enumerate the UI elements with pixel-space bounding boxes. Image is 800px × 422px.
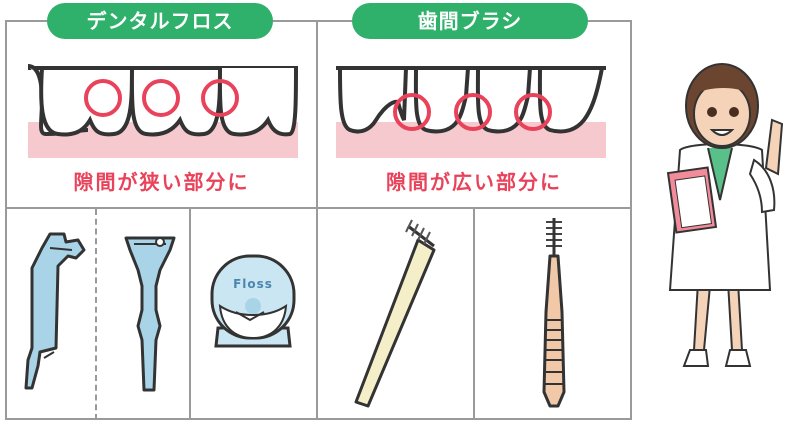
tool-divider-right <box>473 209 475 420</box>
floss-container-icon <box>210 254 296 348</box>
tool-divider-left <box>189 209 191 420</box>
narrow-gap-teeth-illustration <box>28 64 298 158</box>
floss-pick-y-type-icon <box>124 236 176 392</box>
left-divider <box>5 207 318 209</box>
dental-floss-title: デンタルフロス <box>47 3 273 39</box>
narrow-gap-caption: 隙間が狭い部分に <box>73 170 250 194</box>
floss-label: Floss <box>233 277 273 291</box>
wide-gap-caption: 隙間が広い部分に <box>386 170 562 194</box>
wide-gap-teeth-illustration <box>336 66 606 158</box>
floss-pick-f-type-icon <box>24 232 86 390</box>
dashed-divider <box>95 209 97 420</box>
right-divider <box>316 207 632 209</box>
l-type-interdental-brush-icon <box>354 219 436 408</box>
interdental-brush-title: 歯間ブラシ <box>352 3 588 39</box>
dentist-character-illustration <box>666 63 784 367</box>
i-type-interdental-brush-icon <box>542 218 566 408</box>
